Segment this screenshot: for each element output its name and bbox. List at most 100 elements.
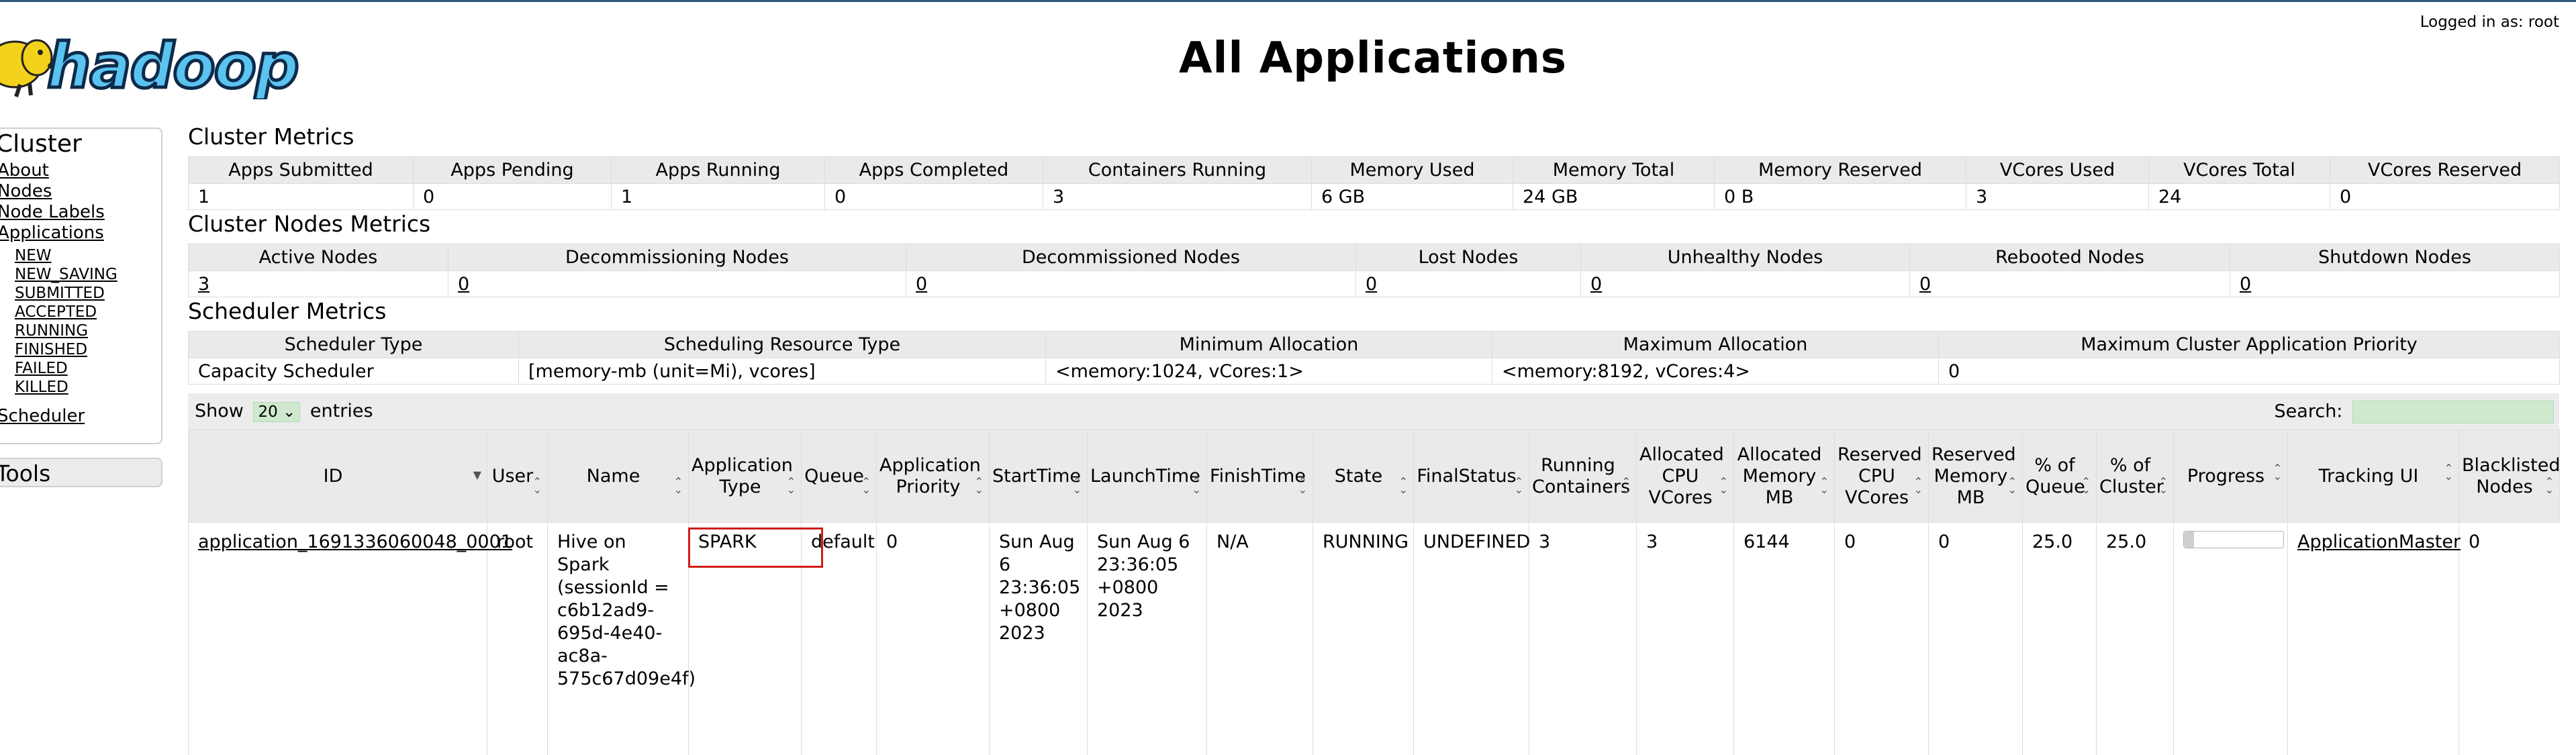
col-header-pct-queue[interactable]: % of Queue⌃⌄ bbox=[2022, 430, 2097, 523]
col-header-progress-label: Progress bbox=[2187, 465, 2265, 487]
col-header-user[interactable]: User⌃⌄ bbox=[487, 430, 548, 523]
sort-icon[interactable]: ⌃⌄ bbox=[1398, 475, 1408, 496]
entries-select[interactable]: 20 ⌄ bbox=[253, 402, 301, 422]
value-apps-completed: 0 bbox=[824, 183, 1043, 210]
sort-icon[interactable]: ⌃⌄ bbox=[1621, 475, 1631, 496]
cell-name: Hive on Spark (sessionId = c6b12ad9-695d… bbox=[547, 522, 696, 755]
sort-icon[interactable]: ⌃⌄ bbox=[1298, 475, 1307, 496]
col-header-reserved-memory-mb[interactable]: Reserved Memory MB⌃⌄ bbox=[1928, 430, 2023, 523]
apps-header-row: ID▼ User⌃⌄ Name⌃⌄ Application Type⌃⌄ Que… bbox=[188, 430, 2560, 523]
sidebar-item-node-labels[interactable]: Node Labels bbox=[0, 202, 105, 222]
sidebar-item-about[interactable]: About bbox=[0, 160, 49, 181]
sidebar-item-accepted[interactable]: ACCEPTED bbox=[15, 303, 97, 321]
application-id-link[interactable]: application_1691336060048_0001 bbox=[198, 532, 512, 552]
header-maximum-allocation: Maximum Allocation bbox=[1492, 331, 1939, 358]
search-control: Search: bbox=[2275, 401, 2554, 423]
tools-nav-title[interactable]: Tools bbox=[0, 460, 51, 487]
sidebar-item-scheduler[interactable]: Scheduler bbox=[0, 406, 85, 426]
search-label: Search: bbox=[2274, 401, 2343, 422]
col-header-progress[interactable]: Progress ⌃⌄ bbox=[2173, 430, 2288, 523]
value-maximum-allocation: <memory:8192, vCores:4> bbox=[1492, 358, 1939, 385]
value-rebooted-nodes: 0 bbox=[1909, 270, 2230, 297]
chevron-down-icon[interactable]: ⌄ bbox=[283, 403, 296, 421]
header-decommissioning-nodes: Decommissioning Nodes bbox=[448, 244, 906, 271]
cluster-nav-title[interactable]: Cluster bbox=[0, 130, 82, 158]
col-header-queue[interactable]: Queue⌃⌄ bbox=[801, 430, 877, 523]
value-lost-nodes: 0 bbox=[1355, 270, 1581, 297]
col-header-name[interactable]: Name⌃⌄ bbox=[547, 430, 689, 523]
col-header-allocated-cpu-vcores[interactable]: Allocated CPU VCores⌃⌄ bbox=[1636, 430, 1734, 523]
col-header-allocated-memory-mb[interactable]: Allocated Memory MB⌃⌄ bbox=[1733, 430, 1835, 523]
sort-icon[interactable]: ⌃⌄ bbox=[2007, 475, 2017, 496]
sort-icon[interactable]: ⌃⌄ bbox=[2444, 462, 2453, 483]
lost-nodes-link[interactable]: 0 bbox=[1366, 273, 1378, 295]
cell-reserved-vcores: 0 bbox=[1834, 522, 1929, 755]
svg-text:hadoop: hadoop bbox=[47, 30, 298, 99]
col-header-start-time[interactable]: StartTime⌃⌄ bbox=[989, 430, 1088, 523]
sidebar-item-finished[interactable]: FINISHED bbox=[15, 341, 88, 358]
cell-id: application_1691336060048_0001 bbox=[188, 522, 512, 755]
col-header-application-type[interactable]: Application Type⌃⌄ bbox=[688, 430, 802, 523]
sidebar-item-running[interactable]: RUNNING bbox=[15, 322, 89, 340]
col-header-pct-cluster[interactable]: % of Cluster⌃⌄ bbox=[2096, 430, 2174, 523]
sidebar-item-killed[interactable]: KILLED bbox=[15, 379, 68, 396]
sidebar-item-submitted[interactable]: SUBMITTED bbox=[15, 285, 105, 302]
cell-blacklisted-nodes: 0 bbox=[2459, 522, 2560, 755]
sort-icon[interactable]: ⌃⌄ bbox=[1072, 475, 1082, 496]
shutdown-nodes-link[interactable]: 0 bbox=[2240, 273, 2252, 295]
col-header-tracking-ui-label: Tracking UI bbox=[2318, 465, 2419, 487]
sidebar-item-nodes[interactable]: Nodes bbox=[0, 181, 52, 201]
sort-icon[interactable]: ⌃⌄ bbox=[2544, 475, 2554, 496]
sidebar-item-new-saving[interactable]: NEW_SAVING bbox=[15, 266, 117, 283]
col-header-launch-time[interactable]: LaunchTime⌃⌄ bbox=[1087, 430, 1207, 523]
col-header-blacklisted-nodes[interactable]: Blacklisted Nodes⌃⌄ bbox=[2459, 430, 2560, 523]
entries-select-value[interactable]: 20 bbox=[258, 403, 278, 421]
col-header-id[interactable]: ID▼ bbox=[188, 430, 487, 523]
cluster-metrics-header-row: Apps Submitted Apps Pending Apps Running… bbox=[188, 156, 2560, 184]
cluster-metrics-value-row: 1 0 1 0 3 6 GB 24 GB 0 B 3 24 0 bbox=[188, 183, 2560, 210]
col-header-finish-time-label: FinishTime bbox=[1210, 465, 1306, 487]
col-header-state[interactable]: State⌃⌄ bbox=[1313, 430, 1414, 523]
sidebar-item-failed[interactable]: FAILED bbox=[15, 360, 68, 377]
sort-icon[interactable]: ⌃⌄ bbox=[1514, 475, 1523, 496]
sort-icon[interactable]: ⌃⌄ bbox=[673, 475, 683, 496]
cluster-nav-box: Cluster About Nodes Node Labels Applicat… bbox=[0, 128, 162, 444]
sort-icon[interactable]: ⌃⌄ bbox=[1192, 475, 1201, 496]
cell-state: RUNNING bbox=[1313, 522, 1414, 755]
sort-icon[interactable]: ⌃⌄ bbox=[1913, 475, 1923, 496]
sort-icon[interactable]: ⌃⌄ bbox=[1819, 475, 1829, 496]
value-memory-used: 6 GB bbox=[1311, 183, 1513, 210]
progress-bar bbox=[2183, 531, 2284, 548]
col-header-tracking-ui[interactable]: Tracking UI ⌃⌄ bbox=[2287, 430, 2459, 523]
sort-icon[interactable]: ⌃⌄ bbox=[532, 475, 542, 496]
sidebar-item-new[interactable]: NEW bbox=[15, 247, 52, 264]
sort-icon[interactable]: ⌃⌄ bbox=[974, 475, 984, 496]
col-header-allocated-cpu-vcores-label: Allocated CPU VCores bbox=[1639, 444, 1724, 508]
sort-icon[interactable]: ⌃⌄ bbox=[1719, 475, 1728, 496]
col-header-final-status[interactable]: FinalStatus⌃⌄ bbox=[1413, 430, 1529, 523]
header-apps-submitted: Apps Submitted bbox=[188, 156, 414, 184]
col-header-application-priority[interactable]: Application Priority⌃⌄ bbox=[876, 430, 990, 523]
col-header-user-label: User bbox=[491, 465, 534, 487]
search-input[interactable] bbox=[2352, 401, 2554, 423]
col-header-reserved-cpu-vcores[interactable]: Reserved CPU VCores⌃⌄ bbox=[1834, 430, 1929, 523]
sort-icon[interactable]: ⌃⌄ bbox=[786, 475, 796, 496]
sidebar-item-applications[interactable]: Applications NEW NEW_SAVING SUBMITTED AC… bbox=[0, 223, 161, 397]
col-header-finish-time[interactable]: FinishTime⌃⌄ bbox=[1206, 430, 1313, 523]
cluster-metrics-table: Apps Submitted Apps Pending Apps Running… bbox=[188, 156, 2560, 210]
cell-finish-time: N/A bbox=[1206, 522, 1313, 755]
tracking-ui-link[interactable]: ApplicationMaster bbox=[2297, 532, 2461, 552]
rebooted-nodes-link[interactable]: 0 bbox=[1919, 273, 1931, 295]
unhealthy-nodes-link[interactable]: 0 bbox=[1590, 273, 1603, 295]
decommissioned-nodes-link[interactable]: 0 bbox=[916, 273, 928, 295]
decommissioning-nodes-link[interactable]: 0 bbox=[458, 273, 470, 295]
sort-icon[interactable]: ⌃⌄ bbox=[2081, 475, 2091, 496]
sort-desc-icon[interactable]: ▼ bbox=[473, 468, 481, 481]
col-header-running-containers[interactable]: Running Containers⌃⌄ bbox=[1529, 430, 1637, 523]
tools-nav-box[interactable]: Tools bbox=[0, 458, 162, 487]
sort-icon[interactable]: ⌃⌄ bbox=[2273, 462, 2282, 483]
active-nodes-link[interactable]: 3 bbox=[198, 273, 210, 295]
sort-icon[interactable]: ⌃⌄ bbox=[2158, 475, 2168, 496]
header-vcores-reserved: VCores Reserved bbox=[2330, 156, 2560, 184]
sort-icon[interactable]: ⌃⌄ bbox=[861, 475, 871, 496]
